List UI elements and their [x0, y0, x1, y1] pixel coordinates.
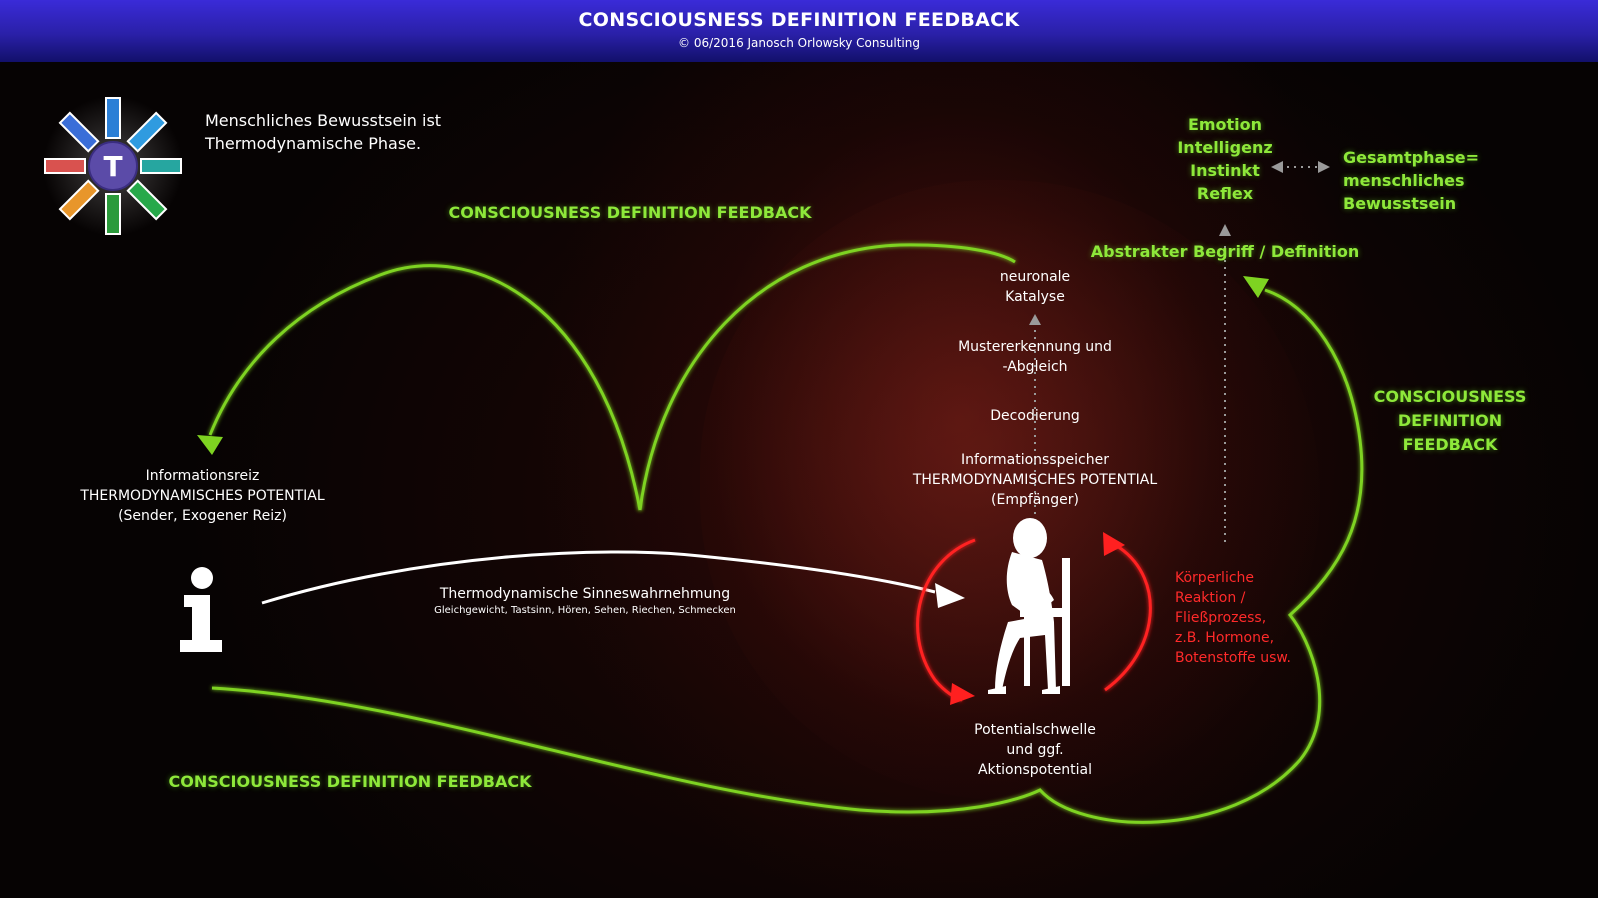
chain-neuronal-label: neuronale Katalyse: [999, 269, 1071, 305]
logo-spoke: [58, 111, 100, 153]
feedback-arc-left: [208, 264, 642, 511]
feedback-label-top: CONSCIOUSNESS DEFINITION FEEDBACK: [448, 203, 812, 222]
body-reaction-label: Körperliche Reaktion / Fließprozess, z.B…: [1175, 570, 1291, 666]
information-icon: [180, 567, 222, 652]
total-arrowhead-right: [1318, 161, 1330, 173]
abstract-definition-label: Abstrakter Begriff / Definition: [1090, 242, 1360, 261]
logo-spoke: [58, 179, 100, 221]
total-phase-label: Gesamtphase= menschliches Bewusstsein: [1343, 148, 1480, 213]
abstract-stack-label: Emotion Intelligenz Instinkt Reflex: [1177, 115, 1273, 203]
chain-threshold-label: Potentialschwelle und ggf. Aktionspotent…: [974, 722, 1096, 778]
logo-spoke: [44, 158, 86, 174]
feedback-loop-bottom: [211, 288, 1364, 824]
intro-text: Menschliches Bewusstsein ist Thermodynam…: [205, 111, 442, 153]
chain-receiver-label: Informationsspeicher THERMODYNAMISCHES P…: [912, 452, 1158, 508]
logo-icon: T: [43, 96, 183, 236]
reaction-arrow-left: [916, 538, 976, 702]
logo-spoke: [140, 158, 182, 174]
logo-letter: T: [103, 150, 122, 183]
perception-arrowhead: [935, 583, 965, 608]
background-face-silhouette: [700, 180, 1320, 800]
perception-arrow: [261, 550, 936, 605]
feedback-arrowhead-right: [1243, 276, 1269, 298]
logo-spoke: [126, 179, 168, 221]
feedback-arrowhead-left: [197, 435, 223, 455]
perception-label: Thermodynamische Sinneswahrnehmung Gleic…: [434, 586, 736, 616]
reaction-arrow-right: [1104, 540, 1152, 692]
chain-decoding-label: Decodierung: [990, 408, 1080, 424]
woman-sitting-icon: [988, 518, 1070, 694]
feedback-label-right: CONSCIOUSNESS DEFINITION FEEDBACK: [1373, 387, 1527, 454]
logo-spoke: [126, 111, 168, 153]
logo-spoke: [105, 193, 121, 235]
chain-arrowhead-up: [1029, 314, 1041, 325]
page-title: CONSCIOUSNESS DEFINITION FEEDBACK: [578, 9, 1020, 31]
sender-label: Informationsreiz THERMODYNAMISCHES POTEN…: [80, 468, 325, 524]
abstract-arrowhead-up: [1219, 224, 1231, 236]
copyright-subtitle: © 06/2016 Janosch Orlowsky Consulting: [678, 36, 920, 50]
reaction-arrowhead-left: [950, 683, 975, 705]
reaction-arrowhead-right: [1103, 532, 1125, 556]
feedback-label-bottom: CONSCIOUSNESS DEFINITION FEEDBACK: [168, 772, 532, 791]
feedback-arc-middle: [638, 243, 1016, 511]
logo-spoke: [105, 97, 121, 139]
header-bar: CONSCIOUSNESS DEFINITION FEEDBACK © 06/2…: [0, 0, 1598, 62]
chain-pattern-label: Mustererkennung und -Abgleich: [958, 339, 1112, 375]
total-arrowhead-left: [1271, 161, 1283, 173]
